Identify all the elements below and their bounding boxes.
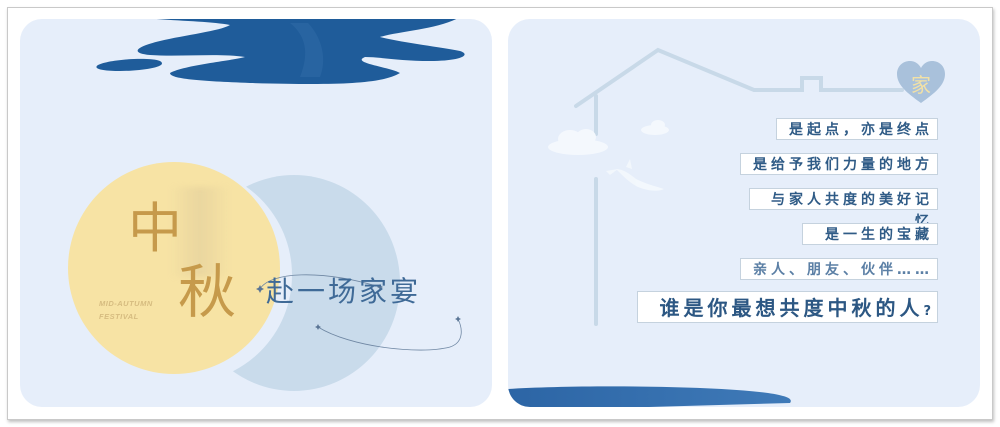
mid-autumn-poster-left: 中 秋 MID-AUTUMN FESTIVAL 赴一场家宴 xyxy=(20,19,492,407)
title-char-qiu: 秋 xyxy=(178,258,237,326)
question-text: 谁是你最想共度中秋的人 xyxy=(659,296,924,320)
text-line-2: 是给予我们力量的地方 xyxy=(740,153,938,175)
english-title-line-2: FESTIVAL xyxy=(99,312,139,321)
heart-label-home: 家 xyxy=(911,73,931,97)
english-title-line-1: MID-AUTUMN xyxy=(99,299,153,308)
question-box: 谁是你最想共度中秋的人? xyxy=(637,291,938,323)
orbit-lines-icon xyxy=(256,274,462,351)
question-mark: ? xyxy=(923,304,931,319)
cloud-icon xyxy=(96,19,465,84)
full-moon xyxy=(68,162,280,374)
text-line-3: 与家人共度的美好记忆 xyxy=(749,188,938,230)
heart-icon xyxy=(897,61,945,103)
text-line-5: 亲人、朋友、伙伴…… xyxy=(740,258,938,280)
mid-autumn-poster-right: 家 是起点，亦是终点 是给予我们力量的地方 与家人共度的美好记忆 是一生的宝藏 … xyxy=(508,19,980,407)
subtitle: 赴一场家宴 xyxy=(266,275,422,308)
text-line-1: 是起点，亦是终点 xyxy=(776,118,938,140)
ghost-reflection xyxy=(170,187,230,277)
title-char-zhong: 中 xyxy=(128,197,182,260)
text-line-4: 是一生的宝藏 xyxy=(802,223,938,245)
house-outline-icon xyxy=(548,47,904,326)
wave-decoration xyxy=(508,386,791,407)
